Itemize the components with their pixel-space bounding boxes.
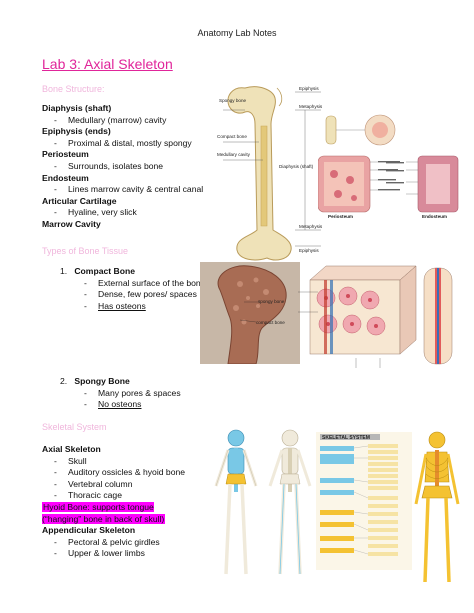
desc-periosteum: -Surrounds, isolates bone <box>54 160 164 171</box>
bone-cross-section-photo: spongy bone compact bone <box>200 262 300 364</box>
term-endosteum: Endosteum <box>42 172 89 183</box>
appendicular-item-limbs: -Upper & lower limbs <box>54 548 145 559</box>
page-header: Anatomy Lab Notes <box>197 28 277 38</box>
desc-endosteum: -Lines marrow cavity & central canal <box>54 184 204 195</box>
skeletal-system-chart: SKELETAL SYSTEM <box>316 432 412 570</box>
skeleton-colored-illustration <box>414 431 460 583</box>
term-marrow-cavity: Marrow Cavity <box>42 218 101 229</box>
compact-bullet-1: -External surface of the bone <box>84 277 206 288</box>
label-epiphysis-top: Epiphysis <box>299 86 319 91</box>
term-periosteum: Periosteum <box>42 149 89 160</box>
term-articular-cartilage: Articular Cartilage <box>42 195 117 206</box>
skeleton-front <box>214 429 258 575</box>
appendicular-skeleton-title: Appendicular Skeleton <box>42 525 136 536</box>
axial-item-skull: -Skull <box>54 455 87 466</box>
skeletal-system-block: Axial Skeleton -Skull -Auditory ossicles… <box>42 444 212 560</box>
section-bone-tissue: Types of Bone Tissue <box>42 246 129 256</box>
compact-bone-block: 1. Compact Bone -External surface of the… <box>60 266 210 312</box>
term-epiphysis: Epiphysis (ends) <box>42 126 111 137</box>
label-diaphysis: Diaphysis (shaft) <box>279 164 314 169</box>
skeleton-back <box>268 429 312 575</box>
axial-skeleton-title: Axial Skeleton <box>42 444 101 454</box>
lab-title: Lab 3: Axial Skeleton <box>42 56 173 72</box>
desc-epiphysis: -Proximal & distal, mostly spongy <box>54 137 192 148</box>
axial-item-ossicles: -Auditory ossicles & hyoid bone <box>54 467 186 478</box>
label-metaphysis-top: Metaphysis <box>299 104 323 109</box>
skeletal-chart-title: SKELETAL SYSTEM <box>322 435 370 441</box>
axial-item-thoracic: -Thoracic cage <box>54 490 122 501</box>
osteon-structure-diagram <box>298 265 453 368</box>
spongy-bone-block: 2. Spongy Bone -Many pores & spaces -No … <box>60 376 210 411</box>
skeleton-front-back-illustration <box>214 429 312 575</box>
label-photo-compact: compact bone <box>256 320 285 325</box>
axial-item-vertebral: -Vertebral column <box>54 478 133 489</box>
hyoid-note: Hyoid Bone: supports tongue (“hanging” b… <box>42 501 166 524</box>
label-endosteum: Endosteum <box>422 214 447 219</box>
compact-bone-title: 1. Compact Bone <box>60 266 135 276</box>
periosteum-endosteum-diagram: Periosteum Endosteum <box>318 114 459 219</box>
desc-diaphysis: -Medullary (marrow) cavity <box>54 114 167 125</box>
compact-bullet-2: -Dense, few pores/ spaces <box>84 289 197 300</box>
desc-articular-cartilage: -Hyaline, very slick <box>54 207 137 218</box>
femur-diagram: Epiphysis Spongy bone Metaphysis Compact… <box>217 86 323 261</box>
section-bone-structure: Bone Structure: <box>42 84 105 94</box>
spongy-bullet-2: -No osteons <box>84 399 142 410</box>
label-periosteum: Periosteum <box>328 214 353 219</box>
appendicular-item-girdles: -Pectoral & pelvic girdles <box>54 536 160 547</box>
label-epiphysis-bottom: Epiphysis <box>299 248 319 253</box>
spongy-bone-title: 2. Spongy Bone <box>60 376 130 386</box>
label-medullary-cavity: Medullary cavity <box>217 152 251 157</box>
compact-bullet-3: -Has osteons <box>84 300 146 311</box>
label-photo-spongy: spongy bone <box>258 299 285 304</box>
section-skeletal-system: Skeletal System <box>42 422 107 432</box>
label-spongy-bone: Spongy bone <box>219 98 247 103</box>
label-metaphysis-bottom: Metaphysis <box>299 224 323 229</box>
bone-structure-list: Diaphysis (shaft) -Medullary (marrow) ca… <box>42 103 252 231</box>
term-diaphysis: Diaphysis (shaft) <box>42 103 112 113</box>
label-compact-bone: Compact bone <box>217 134 247 139</box>
spongy-bullet-1: -Many pores & spaces <box>84 387 181 398</box>
